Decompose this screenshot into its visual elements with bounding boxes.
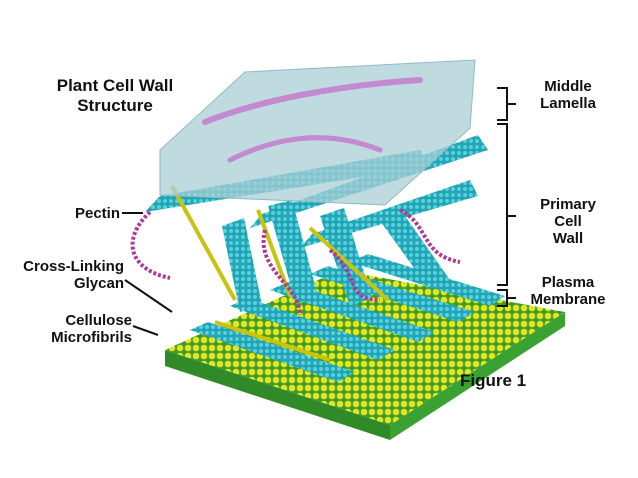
- cross-linking-glycan-label: Cross-Linking Glycan: [8, 258, 124, 292]
- middle-lamella-line-1: Middle: [544, 78, 592, 95]
- column-2: [268, 200, 318, 304]
- column-4: [375, 206, 450, 290]
- microfibril-1: [190, 322, 355, 382]
- pectin-strands: [130, 208, 461, 316]
- plasma-line-2: Membrane: [530, 291, 606, 308]
- pectin-strand-3: [328, 248, 381, 302]
- middle-lamella-bracket: [497, 87, 516, 121]
- microfibril-2: [230, 298, 395, 360]
- pectin-strand-1: [130, 210, 171, 280]
- cross-linking-glycans: [170, 185, 390, 362]
- title-line-2: Structure: [77, 96, 153, 115]
- upper-fibril-3: [300, 180, 478, 248]
- title-line-1: Plant Cell Wall: [56, 76, 174, 95]
- cellulose-columns: [222, 200, 450, 312]
- glycan-leader: [124, 279, 173, 313]
- diagram-title: Plant Cell Wall Structure: [40, 76, 190, 116]
- cellulose-line-2: Microfibrils: [51, 329, 132, 346]
- cellulose-microfibrils-label: Cellulose Microfibrils: [20, 312, 132, 346]
- glycan-2: [256, 209, 292, 297]
- cellulose-leader: [132, 325, 159, 336]
- primary-line-2: Cell: [554, 213, 582, 230]
- column-1: [222, 218, 262, 312]
- lamella-pectin: [202, 77, 423, 125]
- lamella-top: [159, 59, 476, 206]
- middle-lamella-line-2: Lamella: [540, 95, 596, 112]
- annotation-lines: [122, 87, 516, 336]
- figure-label: Figure 1: [460, 371, 527, 390]
- pectin-label-text: Pectin: [74, 205, 120, 222]
- pectin-strand-2: [261, 229, 302, 316]
- middle-lamella-label: Middle Lamella: [518, 78, 618, 112]
- membrane-side-right: [390, 312, 565, 440]
- membrane-side-front: [165, 350, 390, 440]
- primary-line-3: Wall: [552, 230, 584, 247]
- glycan-1: [170, 185, 237, 301]
- primary-cell-wall-bracket: [497, 123, 516, 286]
- cross-linking-line-2: Glycan: [73, 275, 124, 292]
- pectin-label: Pectin: [40, 205, 120, 222]
- plasma-membrane-bracket: [497, 289, 516, 307]
- primary-line-1: Primary: [540, 196, 596, 213]
- glycan-4: [214, 320, 331, 362]
- plasma-line-1: Plasma: [541, 274, 595, 291]
- middle-lamella-sheet: [159, 59, 476, 206]
- lamella-pectin-2: [227, 135, 383, 163]
- primary-cell-wall-label: Primary Cell Wall: [518, 196, 618, 247]
- cross-linking-line-1: Cross-Linking: [23, 258, 124, 275]
- glycan-3: [308, 226, 390, 302]
- pectin-strand-4: [399, 208, 461, 264]
- cellulose-line-1: Cellulose: [65, 312, 132, 329]
- plasma-membrane-label: Plasma Membrane: [518, 274, 618, 308]
